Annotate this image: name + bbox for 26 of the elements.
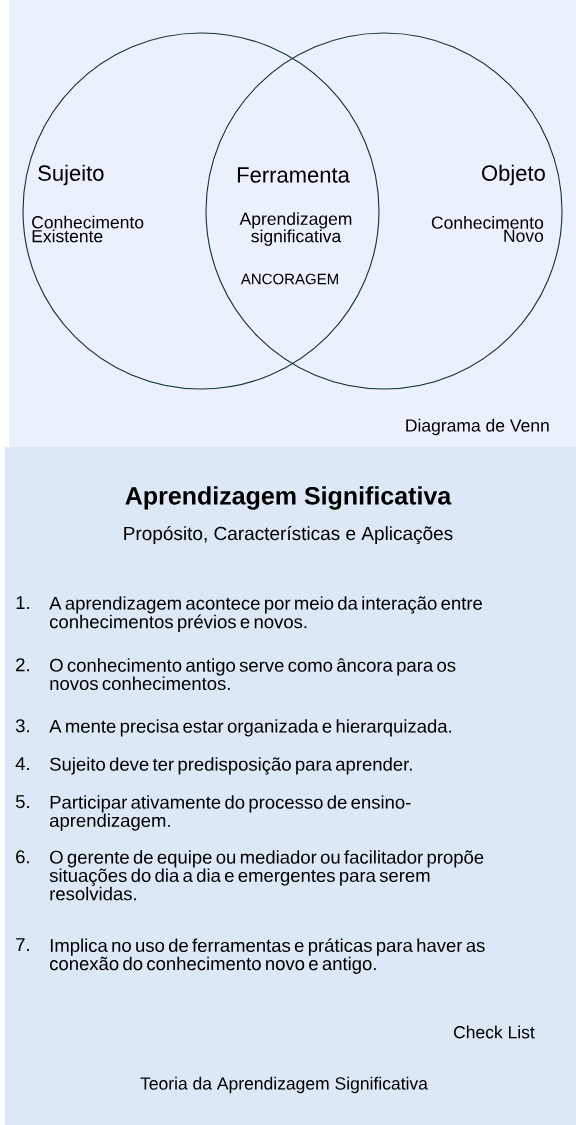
list-number: 5.	[15, 795, 29, 809]
caption: Teoria da Aprendizagem Significativa	[140, 1076, 428, 1094]
venn-heading: Ferramenta	[237, 167, 350, 183]
list-number: 4.	[15, 757, 29, 770]
venn-heading: Objeto	[482, 164, 545, 186]
list-item: O conhecimento antigo serve como âncora para os novos conhecimentos.	[50, 658, 456, 691]
list-label: Check List	[454, 1025, 535, 1039]
list-item: Participar ativamente do processo de ensino-aprendizagem.	[50, 795, 411, 831]
title: Aprendizagem Significativa	[125, 486, 452, 510]
list-number: 6.	[16, 850, 29, 864]
list-number: 7.	[16, 938, 29, 951]
list-number: 2.	[16, 658, 29, 672]
list-item: A aprendizagem acontece por meio da interação entre conhecimentos prévios e novos.	[49, 596, 482, 632]
list-item: O gerente de equipe ou mediador ou facilitador propõe situações do dia a dia e emergentes para serem resolvidas.	[49, 850, 484, 901]
venn-text: Conhecimento Novo	[431, 215, 544, 243]
list-number: 3.	[15, 719, 29, 733]
subtitle: Propósito, Características e Aplicações	[124, 526, 453, 544]
list-item: Implica no uso de ferramentas e práticas para haver as conexão do conhecimento novo e antigo.	[50, 938, 485, 974]
venn-heading: Sujeito	[38, 164, 104, 186]
list-item: A mente precisa estar organizada e hierarquizada.	[49, 719, 451, 737]
venn-text: Aprendizagem significativa	[239, 212, 352, 246]
diagram-label: Diagrama de Venn	[406, 418, 549, 436]
list-number: 1.	[16, 596, 29, 609]
venn-text: Conhecimento Existente	[32, 215, 144, 243]
venn-text: ANCORAGEM	[240, 273, 338, 285]
list-item: Sujeito deve ter predisposição para aprender.	[50, 757, 412, 775]
